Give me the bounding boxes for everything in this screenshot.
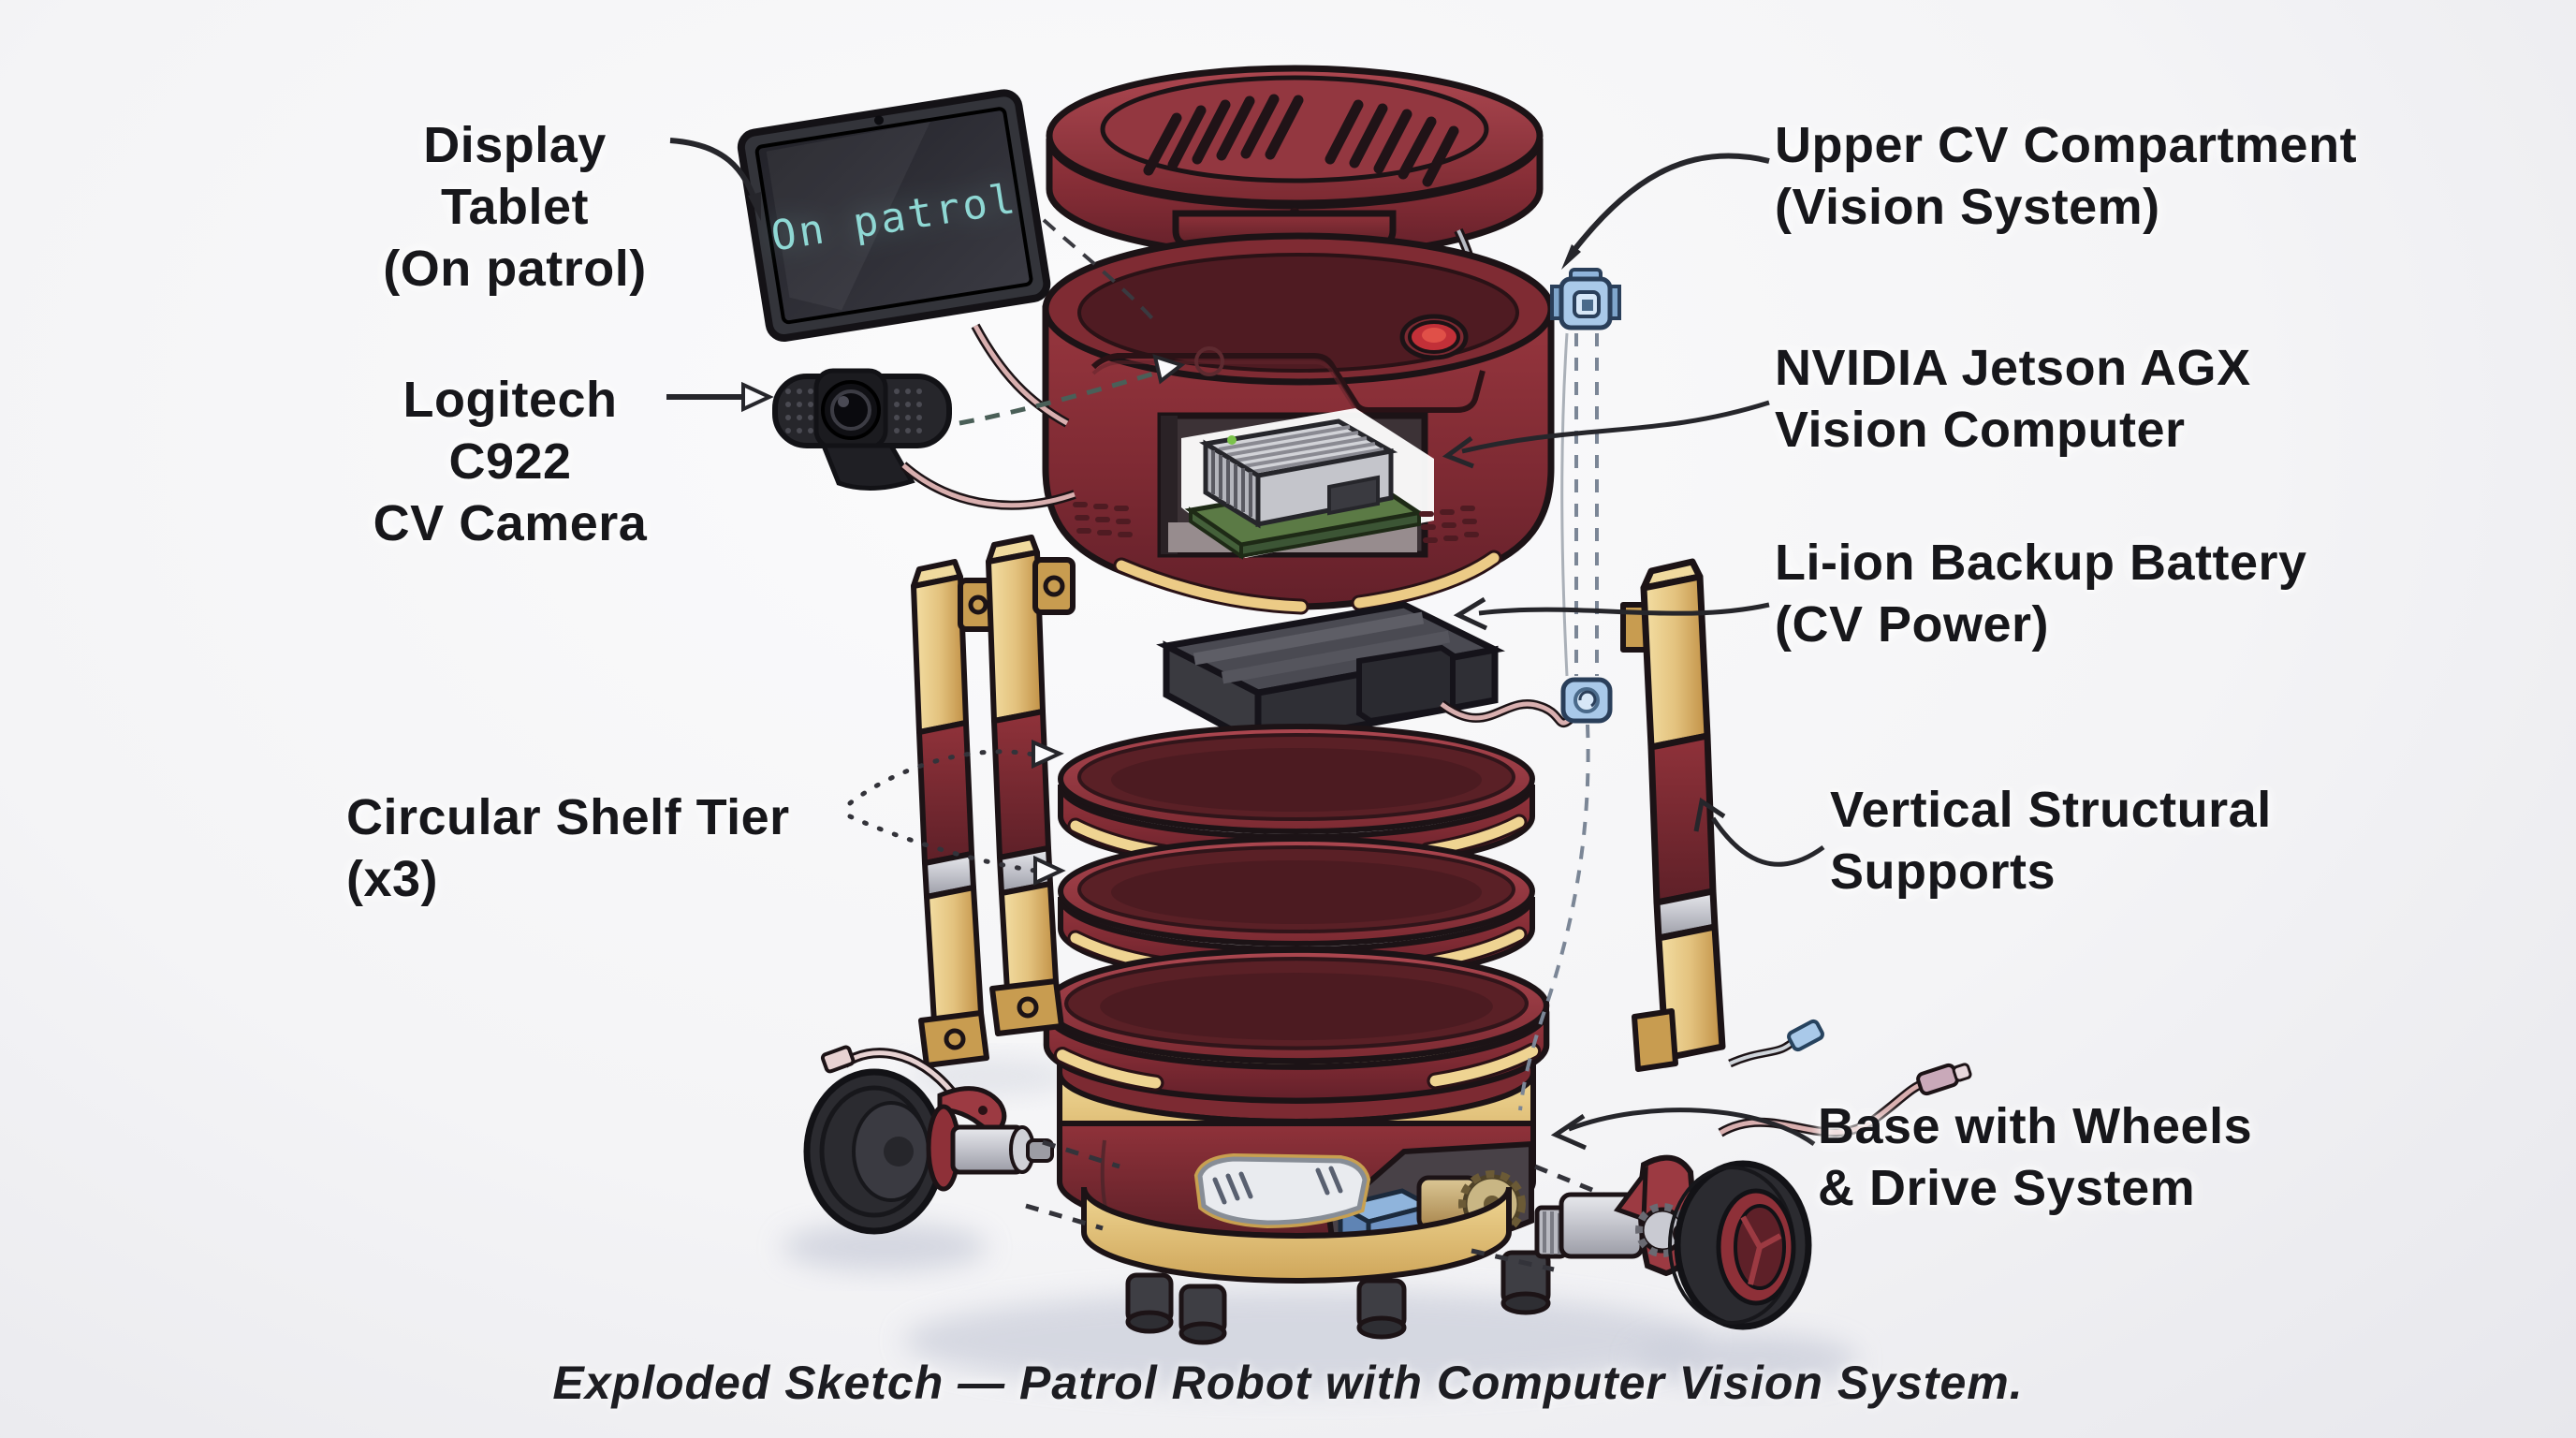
jetson-port: [1327, 475, 1380, 516]
wheel-right-assembly: [1471, 1154, 1812, 1330]
label-line: CV Camera: [373, 495, 648, 551]
support-right: [1620, 558, 1726, 1072]
label-shelf-tier: Circular Shelf Tier (x3): [346, 786, 871, 910]
label-line: Upper CV Compartment: [1775, 117, 2358, 173]
upper-cv-compartment: [1042, 232, 1555, 615]
camera-mount-mark: [1194, 346, 1224, 376]
support-left-b: [986, 535, 1076, 1036]
shadows: [782, 1058, 1858, 1391]
motor-bracket-left: [937, 1086, 1007, 1138]
loose-cables: [1718, 1019, 1972, 1137]
top-lid: [1046, 65, 1544, 338]
compartment-vents: [1073, 502, 1479, 543]
label-line: (On patrol): [383, 241, 647, 297]
camera-mount-foot: [820, 443, 915, 492]
figure-caption: Exploded Sketch — Patrol Robot with Comp…: [0, 1356, 2576, 1410]
backup-battery: [1156, 601, 1578, 750]
label-upper-compartment: Upper CV Compartment (Vision System): [1775, 114, 2374, 238]
label-line: NVIDIA Jetson AGX: [1775, 340, 2251, 396]
usb-connector-top: [1550, 268, 1621, 330]
cable-plug-pink: [1916, 1063, 1959, 1096]
usb-connector-mid: [1560, 677, 1613, 724]
base-gold-band-bottom: [1081, 1186, 1512, 1284]
leader-lines: [666, 138, 1825, 1151]
base-front-vent: [1193, 1152, 1371, 1229]
caster-wheels: [1125, 1250, 1551, 1345]
caption-text: Exploded Sketch — Patrol Robot with Comp…: [552, 1357, 2024, 1409]
label-line: Vision Computer: [1775, 402, 2186, 458]
label-supports: Vertical Structural Supports: [1830, 779, 2354, 902]
label-backup-battery: Li-ion Backup Battery (CV Power): [1775, 532, 2393, 655]
label-base: Base with Wheels & Drive System: [1818, 1095, 2342, 1219]
label-display-tablet: Display Tablet (On patrol): [351, 114, 679, 300]
label-line: & Drive System: [1818, 1160, 2196, 1216]
label-line: Li-ion Backup Battery: [1775, 535, 2307, 591]
label-line: Base with Wheels: [1818, 1098, 2253, 1154]
label-line: Vertical Structural: [1830, 782, 2272, 838]
label-line: (CV Power): [1775, 596, 2050, 653]
label-line: Circular Shelf Tier (x3): [346, 789, 790, 907]
cable-plug-blue: [1787, 1019, 1824, 1052]
shelf-tier-3: [1043, 946, 1550, 1104]
cv-camera: [772, 368, 952, 492]
label-line: Supports: [1830, 844, 2056, 900]
jetson-heatsink-side: [1255, 448, 1394, 528]
support-left-a: [911, 559, 999, 1068]
tablet-screen: [754, 107, 1033, 325]
jetson-agx-computer: [1181, 408, 1434, 560]
label-line: Logitech C922: [402, 372, 618, 490]
power-button: [1399, 314, 1469, 360]
wheel-left-assembly: [803, 1045, 1120, 1235]
label-cv-camera: Logitech C922 CV Camera: [337, 369, 683, 554]
lid-vent-slats: [1143, 94, 1459, 187]
tablet-camera-dot: [873, 115, 884, 125]
label-line: (Vision System): [1775, 179, 2160, 235]
front-panel-seam: [1090, 353, 1486, 413]
display-tablet: On patrol On patrol: [737, 89, 1051, 342]
label-vision-computer: NVIDIA Jetson AGX Vision Computer: [1775, 337, 2374, 461]
battery-terminal: [1356, 644, 1456, 725]
label-line: Display Tablet: [423, 117, 607, 235]
